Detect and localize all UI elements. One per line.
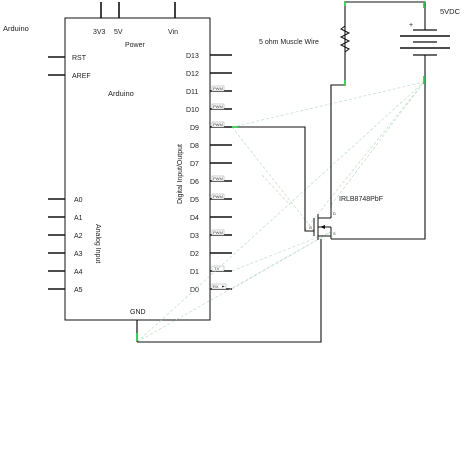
pin-d5-label: D5 bbox=[190, 197, 199, 204]
badge-d3: PWM bbox=[213, 230, 223, 235]
ratsnest-gate-to-supply bbox=[304, 81, 425, 231]
mosfet-symbol bbox=[313, 208, 332, 240]
pin-d6-label: D6 bbox=[190, 179, 199, 186]
pin-5v-label: 5V bbox=[114, 29, 123, 36]
badge-d1: TX bbox=[214, 266, 219, 271]
pin-a2-label: A2 bbox=[74, 233, 83, 240]
pin-a4-label: A4 bbox=[74, 269, 83, 276]
pin-d12-label: D12 bbox=[186, 71, 199, 78]
ratsnest-d0-to-mosfet bbox=[231, 231, 332, 290]
mosfet-gate-tag: G bbox=[309, 225, 312, 230]
badge-d11-box bbox=[211, 85, 225, 92]
pin-d9-label: D9 bbox=[190, 125, 199, 132]
battery-symbol: + bbox=[400, 22, 450, 56]
ratsnest-cross bbox=[261, 174, 291, 206]
ratsnest-lines bbox=[136, 81, 425, 343]
left-pin-group: RST AREF bbox=[48, 55, 91, 80]
connection-highlights bbox=[136, 1, 425, 341]
pin-a1-label: A1 bbox=[74, 215, 83, 222]
badge-d0: RX bbox=[213, 284, 219, 289]
pin-d2-label: D2 bbox=[190, 251, 199, 258]
gnd-label: GND bbox=[130, 309, 146, 316]
ratsnest-drain-to-supply bbox=[330, 81, 425, 206]
pin-d8-label: D8 bbox=[190, 143, 199, 150]
badge-d6-box bbox=[211, 175, 225, 182]
pin-d1-label: D1 bbox=[190, 269, 199, 276]
pin-d4-label: D4 bbox=[190, 215, 199, 222]
digital-header-label: Digital Input/Output bbox=[177, 144, 184, 204]
wire-top-to-battery bbox=[345, 1, 426, 30]
badge-d9-box bbox=[211, 121, 225, 128]
badge-d9: PWM bbox=[213, 122, 223, 127]
ratsnest-gnd-to-supply bbox=[136, 81, 425, 343]
pin-d10-label: D10 bbox=[186, 107, 199, 114]
wire-d9-to-gate bbox=[232, 126, 314, 232]
board-title: Arduino bbox=[108, 89, 134, 98]
mosfet-label: IRLB8748PbF bbox=[339, 196, 383, 203]
ratsnest-d1-to-mosfet bbox=[231, 231, 332, 272]
ratsnest-d9-to-supply bbox=[231, 81, 425, 128]
badge-d10-box bbox=[211, 103, 225, 110]
badge-d0-box bbox=[211, 283, 227, 290]
corner-label: Arduino bbox=[3, 24, 29, 33]
pin-d11-label: D11 bbox=[186, 89, 198, 96]
ratsnest-d9-to-gate bbox=[231, 126, 315, 232]
badge-d5: PWM bbox=[213, 194, 223, 199]
battery-plus-icon: + bbox=[409, 22, 413, 29]
wire-source-to-gnd bbox=[137, 239, 322, 343]
badge-d6: PWM bbox=[213, 176, 223, 181]
wire-battery-to-source bbox=[331, 55, 426, 240]
badge-d10: PWM bbox=[213, 104, 223, 109]
pin-badge-group: PWM PWM PWM PWM PWM PWM TX RX bbox=[211, 85, 227, 290]
pin-a3-label: A3 bbox=[74, 251, 83, 258]
mosfet-source-tag: S bbox=[333, 231, 336, 236]
top-pin-group: 3V3 5V Vin bbox=[93, 2, 178, 36]
rx-arrow-icon bbox=[222, 285, 225, 288]
pin-vin-label: Vin bbox=[168, 29, 178, 36]
analog-pin-group: A0 A1 A2 A3 A4 A5 bbox=[48, 197, 83, 294]
badge-d1-box bbox=[211, 265, 225, 272]
power-header-label: Power bbox=[125, 42, 146, 49]
pin-aref-label: AREF bbox=[72, 73, 91, 80]
muscle-wire-resistor bbox=[339, 25, 351, 53]
muscle-wire-label: 5 ohm Muscle Wire bbox=[259, 39, 319, 46]
pin-rst-label: RST bbox=[72, 55, 87, 62]
digital-pin-group: D13 D12 D11 D10 D9 D8 D7 D6 D5 D4 D3 D2 … bbox=[186, 53, 232, 294]
mosfet-drain-tag: D bbox=[333, 211, 336, 216]
pin-3v3-label: 3V3 bbox=[93, 29, 106, 36]
circuit-wires bbox=[137, 1, 426, 343]
pin-a0-label: A0 bbox=[74, 197, 83, 204]
pin-d0-label: D0 bbox=[190, 287, 199, 294]
pin-d13-label: D13 bbox=[186, 53, 199, 60]
mosfet-arrow-icon bbox=[320, 225, 325, 229]
analog-header-label: Analog Input bbox=[94, 224, 101, 263]
wire-muscle-to-drain bbox=[330, 2, 346, 208]
pin-d7-label: D7 bbox=[190, 161, 199, 168]
badge-d11: PWM bbox=[213, 86, 223, 91]
pin-d3-label: D3 bbox=[190, 233, 199, 240]
pin-a5-label: A5 bbox=[74, 287, 83, 294]
badge-d3-box bbox=[211, 229, 225, 236]
arduino-board-outline bbox=[64, 17, 211, 321]
badge-d5-box bbox=[211, 193, 225, 200]
supply-voltage-label: 5VDC bbox=[440, 7, 461, 16]
